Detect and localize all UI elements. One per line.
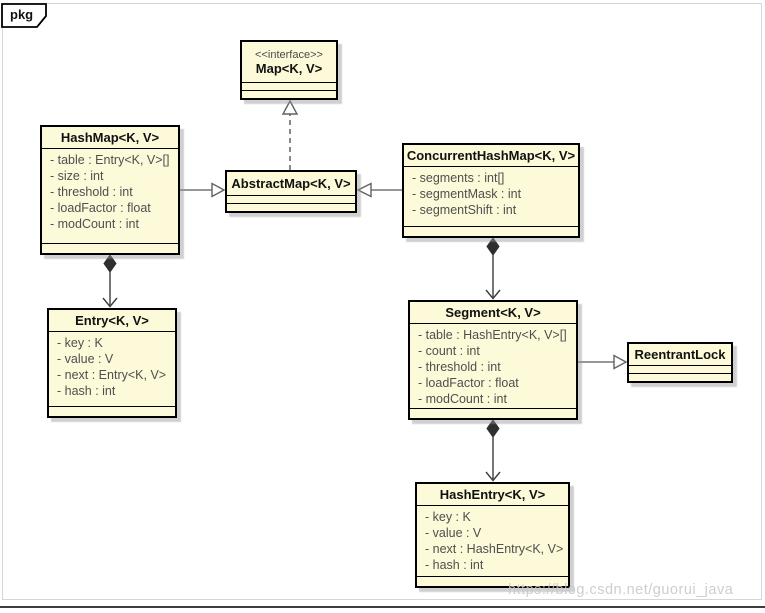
class-name-abstractmap-text: AbstractMap<K, V> xyxy=(231,176,351,191)
attribute: - modCount : int xyxy=(418,392,507,406)
attribute: - next : HashEntry<K, V> xyxy=(425,542,564,556)
class-name-hashmap: HashMap<K, V> xyxy=(42,127,178,149)
attributes-compartment-reentrantlock xyxy=(629,365,731,373)
attributes-compartment-segment: - table : HashEntry<K, V>[] - count : in… xyxy=(410,324,576,408)
class-name-segment: Segment<K, V> xyxy=(410,302,576,324)
package-frame xyxy=(2,3,762,600)
class-box-entry: Entry<K, V> - key : K - value : V - next… xyxy=(47,308,177,418)
attribute: - next : Entry<K, V> xyxy=(57,368,167,382)
class-name-hashentry: HashEntry<K, V> xyxy=(417,484,568,506)
methods-compartment-entry xyxy=(49,406,175,416)
class-box-hashmap: HashMap<K, V> - table : Entry<K, V>[] - … xyxy=(40,125,180,255)
class-name-reentrantlock-text: ReentrantLock xyxy=(634,347,726,362)
class-name-entry: Entry<K, V> xyxy=(49,310,175,332)
attribute: - size : int xyxy=(50,169,104,183)
attribute: - threshold : int xyxy=(50,185,133,199)
stereotype-label: <<interface>> xyxy=(255,48,323,61)
class-box-abstractmap: AbstractMap<K, V> xyxy=(225,170,357,213)
attribute: - table : Entry<K, V>[] xyxy=(50,153,170,167)
attributes-compartment-entry: - key : K - value : V - next : Entry<K, … xyxy=(49,332,175,406)
attributes-compartment-hashmap: - table : Entry<K, V>[] - size : int - t… xyxy=(42,149,178,243)
attributes-compartment-hashentry: - key : K - value : V - next : HashEntry… xyxy=(417,506,568,576)
class-box-reentrantlock: ReentrantLock xyxy=(627,342,733,383)
class-name-abstractmap: AbstractMap<K, V> xyxy=(227,172,355,195)
methods-compartment-segment xyxy=(410,408,576,418)
attribute: - value : V xyxy=(425,526,482,540)
methods-compartment-map xyxy=(242,90,336,98)
attribute: - threshold : int xyxy=(418,360,501,374)
bottom-divider xyxy=(0,606,765,608)
attribute: - hash : int xyxy=(425,558,484,572)
class-name-map: Map<K, V> xyxy=(255,60,323,76)
watermark-text: https://blog.csdn.net/guorui_java xyxy=(508,582,734,598)
attribute: - hash : int xyxy=(57,384,116,398)
class-box-hashentry: HashEntry<K, V> - key : K - value : V - … xyxy=(415,482,570,588)
methods-compartment-hashentry xyxy=(417,576,568,586)
class-name-reentrantlock: ReentrantLock xyxy=(629,344,731,365)
attribute: - segments : int[] xyxy=(412,171,505,185)
attribute: - table : HashEntry<K, V>[] xyxy=(418,328,567,342)
package-tab-label: pkg xyxy=(10,7,34,22)
attribute: - segmentShift : int xyxy=(412,203,517,217)
attribute: - key : K xyxy=(57,336,103,350)
class-box-concurrenthashmap: ConcurrentHashMap<K, V> - segments : int… xyxy=(402,143,580,238)
methods-compartment-abstractmap xyxy=(227,203,355,211)
methods-compartment-concurrenthashmap xyxy=(404,226,578,236)
attribute: - modCount : int xyxy=(50,217,139,231)
attribute: - segmentMask : int xyxy=(412,187,522,201)
class-box-map: <<interface>> Map<K, V> xyxy=(240,40,338,100)
attribute: - count : int xyxy=(418,344,480,358)
attributes-compartment-concurrenthashmap: - segments : int[] - segmentMask : int -… xyxy=(404,167,578,226)
methods-compartment-hashmap xyxy=(42,243,178,253)
attribute: - loadFactor : float xyxy=(50,201,151,215)
class-name-concurrenthashmap: ConcurrentHashMap<K, V> xyxy=(404,145,578,167)
attributes-compartment-map xyxy=(242,82,336,90)
attribute: - value : V xyxy=(57,352,114,366)
class-title-map: <<interface>> Map<K, V> xyxy=(242,42,336,82)
attribute: - loadFactor : float xyxy=(418,376,519,390)
attribute: - key : K xyxy=(425,510,471,524)
attributes-compartment-abstractmap xyxy=(227,195,355,203)
methods-compartment-reentrantlock xyxy=(629,373,731,381)
class-box-segment: Segment<K, V> - table : HashEntry<K, V>[… xyxy=(408,300,578,420)
